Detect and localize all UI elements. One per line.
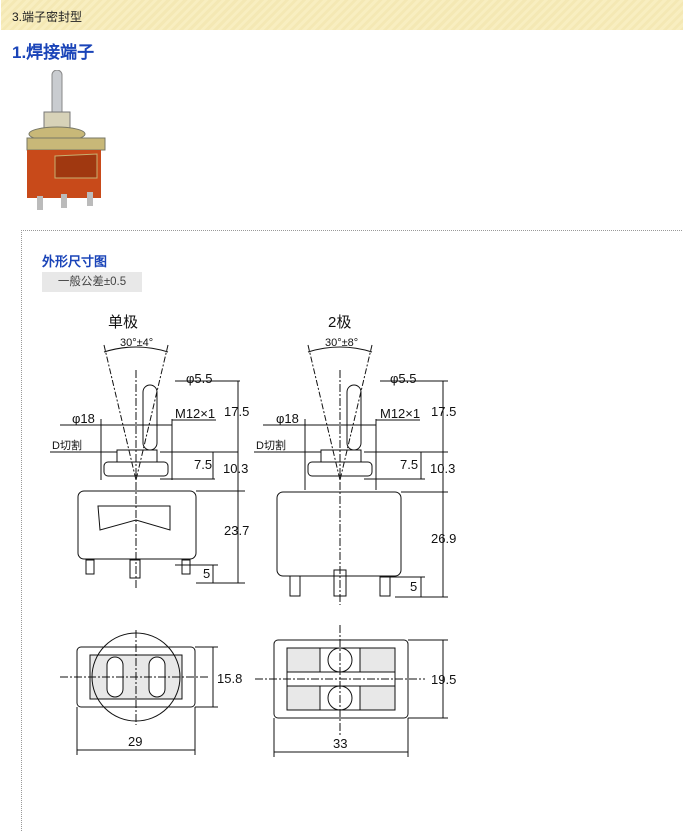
product-title: 1.焊接端子: [12, 43, 95, 62]
drawing-heading: 外形尺寸图: [42, 254, 108, 269]
section-header: 3.端子密封型: [1, 0, 683, 30]
single-pole-label: 单极: [108, 314, 138, 331]
bottom-height-dim: 15.8: [217, 671, 242, 686]
terminal-dim: 5: [203, 566, 210, 581]
tolerance-badge: 一般公差±0.5: [42, 272, 142, 292]
double-pole-bottom-view: [255, 625, 448, 757]
angle-dim: 30°±4°: [120, 337, 153, 349]
angle-dim: 30°±8°: [325, 337, 358, 349]
lever-height-dim: 17.5: [224, 404, 249, 419]
dimension-drawings: 单极 30°±4° φ5.5 17.5 φ18 M12×1 D切割 7.5 10…: [50, 314, 456, 757]
bottom-width-dim: 33: [333, 736, 347, 751]
dimension-drawing-panel: [21, 230, 683, 831]
product-photo: [26, 70, 106, 210]
bushing-height-dim: 10.3: [223, 461, 248, 476]
double-pole-side-view: [254, 344, 448, 605]
single-pole-bottom-view: [60, 630, 218, 755]
section-header-label: 3.端子密封型: [12, 10, 83, 24]
d-cut-label: D切割: [52, 438, 82, 452]
bushing-dia-dim: φ18: [72, 411, 95, 426]
double-pole-label: 2极: [328, 314, 351, 331]
lever-dia-dim: φ5.5: [390, 371, 417, 386]
bushing-dia-dim: φ18: [276, 411, 299, 426]
lever-dia-dim: φ5.5: [186, 371, 213, 386]
d-cut-label: D切割: [256, 438, 286, 452]
bottom-width-dim: 29: [128, 734, 142, 749]
nut-dim: 7.5: [400, 457, 418, 472]
bottom-height-dim: 19.5: [431, 672, 456, 687]
thread-dim: M12×1: [380, 406, 420, 421]
single-pole-side-view: [50, 344, 245, 590]
thread-dim: M12×1: [175, 406, 215, 421]
body-height-dim: 26.9: [431, 531, 456, 546]
terminal-dim: 5: [410, 579, 417, 594]
body-height-dim: 23.7: [224, 523, 249, 538]
bushing-height-dim: 10.3: [430, 461, 455, 476]
lever-height-dim: 17.5: [431, 404, 456, 419]
nut-dim: 7.5: [194, 457, 212, 472]
